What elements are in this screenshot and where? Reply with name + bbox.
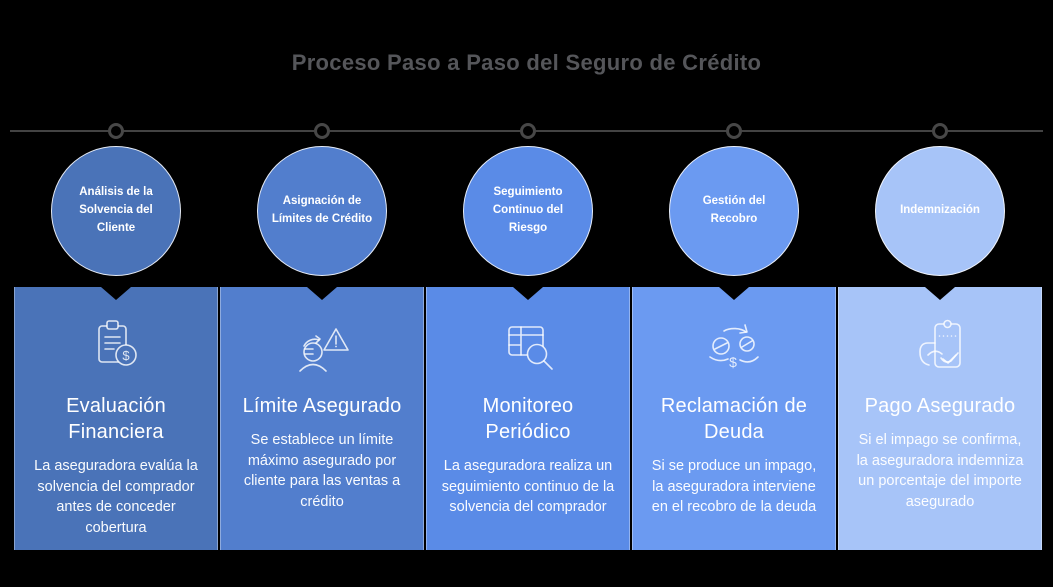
timeline-node-icon [314, 123, 330, 139]
card-title: Reclamación de Deuda [660, 395, 808, 443]
step-circle-1: Análisis de la Solvencia del Cliente [51, 146, 181, 276]
card-description: Si se produce un impago, la aseguradora … [651, 458, 817, 516]
step-circle-label: Indemnización [900, 204, 980, 217]
step-circle-label: Análisis de la Solvencia del Cliente [79, 186, 153, 234]
card-title: Pago Asegurado [864, 395, 1016, 417]
card-description: La aseguradora realiza un seguimiento co… [441, 458, 615, 516]
step-column-1: Análisis de la Solvencia del Cliente $ E… [14, 0, 218, 587]
step-circle-3: Seguimiento Continuo del Riesgo [463, 146, 593, 276]
step-column-3: Seguimiento Continuo del Riesgo Monitore… [426, 0, 630, 587]
person-warning-icon [290, 315, 354, 379]
svg-text:$: $ [122, 348, 130, 363]
step-column-2: Asignación de Límites de Crédito L [220, 0, 424, 587]
card-title: Evaluación Financiera [66, 395, 166, 443]
step-card-1: $ Evaluación Financiera La aseguradora e… [14, 287, 218, 550]
page-title: Proceso Paso a Paso del Seguro de Crédit… [291, 50, 762, 75]
step-circle-5: Indemnización [875, 146, 1005, 276]
step-card-2: Límite Asegurado Se establece un límite … [220, 287, 424, 550]
timeline-node-icon [932, 123, 948, 139]
card-title: Límite Asegurado [242, 395, 402, 417]
card-title: Monitoreo Periódico [482, 395, 574, 443]
process-steps: Análisis de la Solvencia del Cliente $ E… [14, 0, 1042, 587]
step-circle-4: Gestión del Recobro [669, 146, 799, 276]
step-circle-label: Asignación de Límites de Crédito [271, 195, 373, 225]
timeline-node-icon [726, 123, 742, 139]
step-column-5: Indemnización [838, 0, 1042, 587]
coins-recovery-icon: $ [702, 315, 766, 379]
table-magnifier-icon [496, 315, 560, 379]
step-column-4: Gestión del Recobro $ Reclamación d [632, 0, 836, 587]
step-card-3: Monitoreo Periódico La aseguradora reali… [426, 287, 630, 550]
card-description: Se establece un límite máximo asegurado … [243, 432, 401, 510]
step-card-5: Pago Asegurado Si el impago se confirma,… [838, 287, 1042, 550]
step-circle-2: Asignación de Límites de Crédito [257, 146, 387, 276]
card-description: La aseguradora evalúa la solvencia del c… [34, 458, 198, 536]
step-circle-label: Seguimiento Continuo del Riesgo [492, 186, 564, 234]
step-circle-label: Gestión del Recobro [702, 195, 766, 225]
clipboard-dollar-icon: $ [84, 315, 148, 379]
hand-payment-icon [908, 315, 972, 379]
timeline-node-icon [108, 123, 124, 139]
card-description: Si el impago se confirma, la aseguradora… [856, 432, 1024, 510]
svg-text:$: $ [729, 354, 737, 370]
step-card-4: $ Reclamación de Deuda Si se produce un … [632, 287, 836, 550]
timeline-node-icon [520, 123, 536, 139]
